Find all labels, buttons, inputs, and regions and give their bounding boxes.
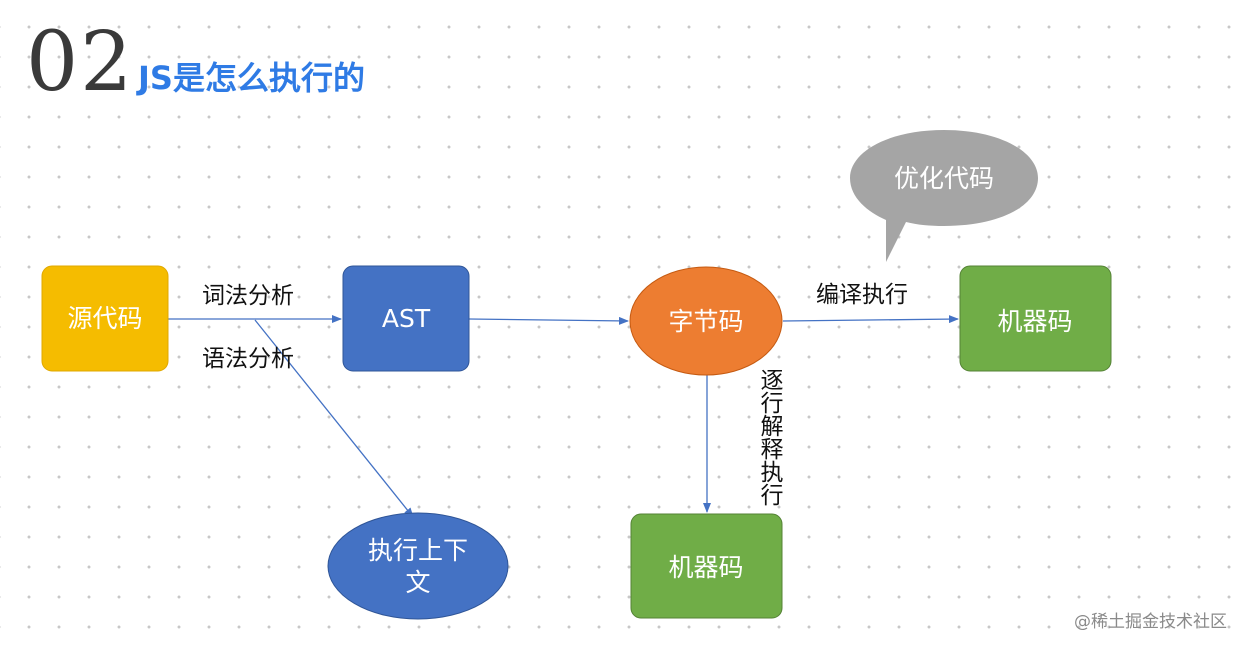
node-machine-top-label: 机器码 (997, 307, 1072, 336)
speech-bubble-text: 优化代码 (894, 164, 994, 193)
watermark: @稀土掘金技术社区 (1074, 612, 1227, 632)
slide-number: 02 (26, 15, 135, 110)
arrow-to-context (254, 319, 414, 518)
label-syntax: 语法分析 (202, 346, 294, 372)
node-source-box (41, 265, 169, 372)
slide-title: JS是怎么执行的 (138, 59, 365, 97)
node-machine-top-box (959, 265, 1112, 372)
node-context-ellipse (327, 512, 509, 620)
label-lexical: 词法分析 (202, 283, 294, 309)
node-bytecode-label: 字节码 (668, 307, 743, 336)
label-compile: 编译执行 (816, 282, 908, 308)
node-bytecode-ellipse (629, 266, 783, 376)
arrow-bytecode-to-machine (782, 315, 959, 324)
node-context-label-line1: 执行上下 (368, 536, 468, 565)
node-machine-bottom-label: 机器码 (668, 553, 743, 582)
node-ast-label: AST (382, 304, 431, 333)
node-source-label: 源代码 (67, 304, 142, 333)
node-machine-bottom-box (630, 513, 783, 619)
arrow-ast-to-bytecode (468, 316, 629, 325)
node-context-label-line2: 文 (405, 568, 430, 597)
label-interpret: 逐行解释执行 (756, 368, 782, 506)
node-ast-box (342, 265, 470, 372)
speech-bubble (850, 130, 1038, 262)
